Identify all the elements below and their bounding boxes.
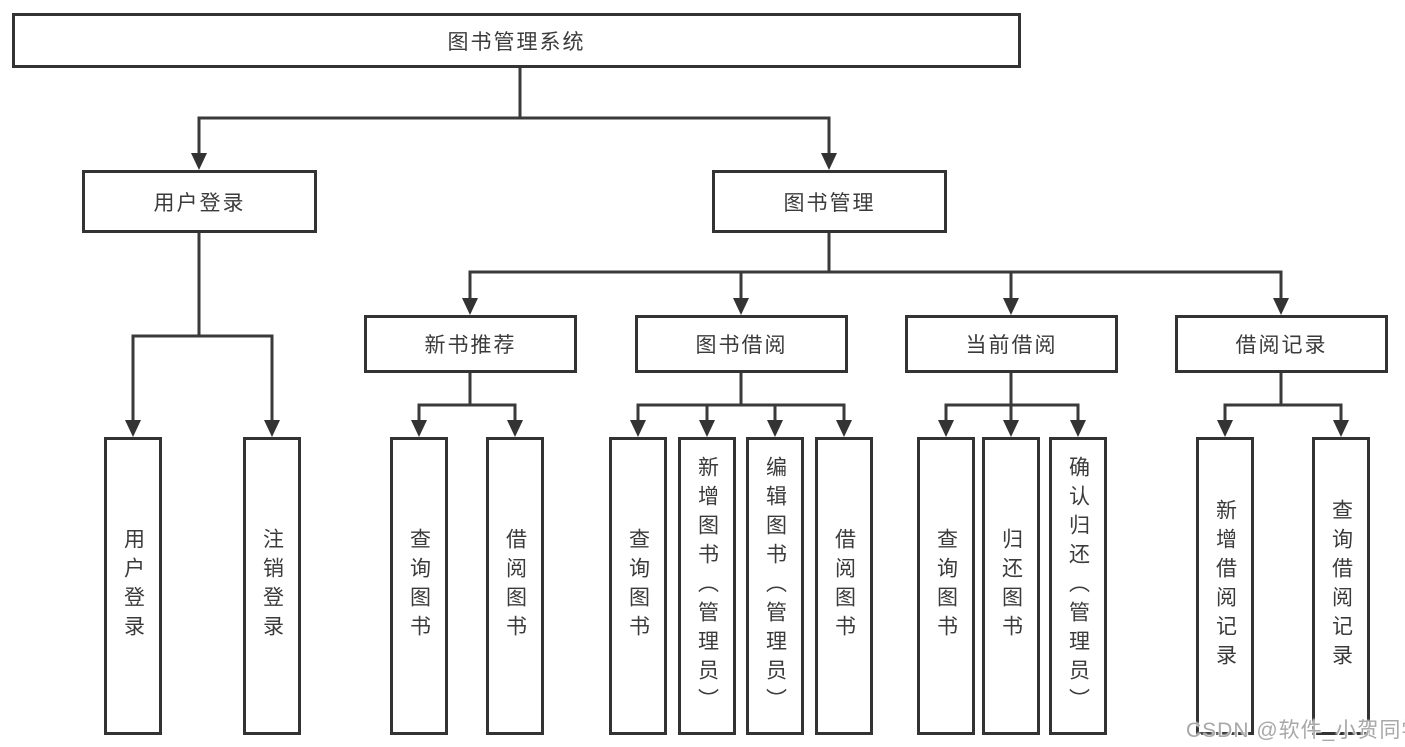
leaf-borrow-books-recommend-label: 借阅图书 <box>503 528 527 644</box>
leaf-add-books-admin: 新增图书（管理员） <box>678 437 736 735</box>
leaf-query-books-borrow: 查询图书 <box>609 437 667 735</box>
leaf-query-books-current: 查询图书 <box>917 437 975 735</box>
leaf-query-books-recommend-label: 查询图书 <box>407 528 431 644</box>
leaf-borrow-books-recommend: 借阅图书 <box>486 437 544 735</box>
node-book-management-label: 图书管理 <box>783 191 876 215</box>
edge-borrowing-to-leaves <box>630 373 852 437</box>
edge-bookmgmt-to-level3 <box>462 233 1289 315</box>
leaf-query-borrow-record: 查询借阅记录 <box>1312 437 1370 735</box>
leaf-query-borrow-record-label: 查询借阅记录 <box>1329 499 1353 673</box>
node-user-login-label: 用户登录 <box>153 191 246 215</box>
node-root-label: 图书管理系统 <box>447 30 586 54</box>
leaf-logout-login-label: 注销登录 <box>260 528 284 644</box>
leaf-query-books-borrow-label: 查询图书 <box>626 528 650 644</box>
node-book-management: 图书管理 <box>712 170 947 233</box>
leaf-borrow-books-borrow: 借阅图书 <box>815 437 873 735</box>
node-borrowing-records-label: 借阅记录 <box>1235 334 1328 357</box>
leaf-confirm-return-admin: 确认归还（管理员） <box>1049 437 1107 735</box>
leaf-user-login-label: 用户登录 <box>121 528 145 644</box>
node-borrowing-records: 借阅记录 <box>1175 315 1388 373</box>
watermark: CSDN @软件_小贺同学 <box>1186 719 1405 742</box>
edge-userlogin-to-leaves <box>125 233 280 437</box>
leaf-edit-books-admin: 编辑图书（管理员） <box>746 437 804 735</box>
node-new-book-recommendation-label: 新书推荐 <box>424 334 517 357</box>
leaf-add-books-admin-label: 新增图书（管理员） <box>695 455 719 717</box>
node-current-borrowing-label: 当前借阅 <box>965 334 1058 357</box>
leaf-logout-login: 注销登录 <box>243 437 301 735</box>
leaf-add-borrow-record-label: 新增借阅记录 <box>1213 499 1237 673</box>
leaf-query-books-recommend: 查询图书 <box>390 437 448 735</box>
node-root: 图书管理系统 <box>12 13 1021 68</box>
node-book-borrowing: 图书借阅 <box>635 315 848 373</box>
leaf-user-login: 用户登录 <box>104 437 162 735</box>
edge-newbook-to-leaves <box>411 373 523 437</box>
leaf-return-books-label: 归还图书 <box>999 528 1023 644</box>
node-new-book-recommendation: 新书推荐 <box>364 315 577 373</box>
node-user-login: 用户登录 <box>82 170 317 233</box>
leaf-return-books: 归还图书 <box>982 437 1040 735</box>
edge-records-to-leaves <box>1217 373 1349 437</box>
node-book-borrowing-label: 图书借阅 <box>695 334 788 357</box>
leaf-edit-books-admin-label: 编辑图书（管理员） <box>763 455 787 717</box>
edge-root-to-level2 <box>191 68 837 170</box>
node-current-borrowing: 当前借阅 <box>905 315 1118 373</box>
leaf-confirm-return-admin-label: 确认归还（管理员） <box>1066 455 1090 717</box>
leaf-borrow-books-borrow-label: 借阅图书 <box>832 528 856 644</box>
leaf-query-books-current-label: 查询图书 <box>934 528 958 644</box>
leaf-add-borrow-record: 新增借阅记录 <box>1196 437 1254 735</box>
edge-current-to-leaves <box>938 373 1086 437</box>
